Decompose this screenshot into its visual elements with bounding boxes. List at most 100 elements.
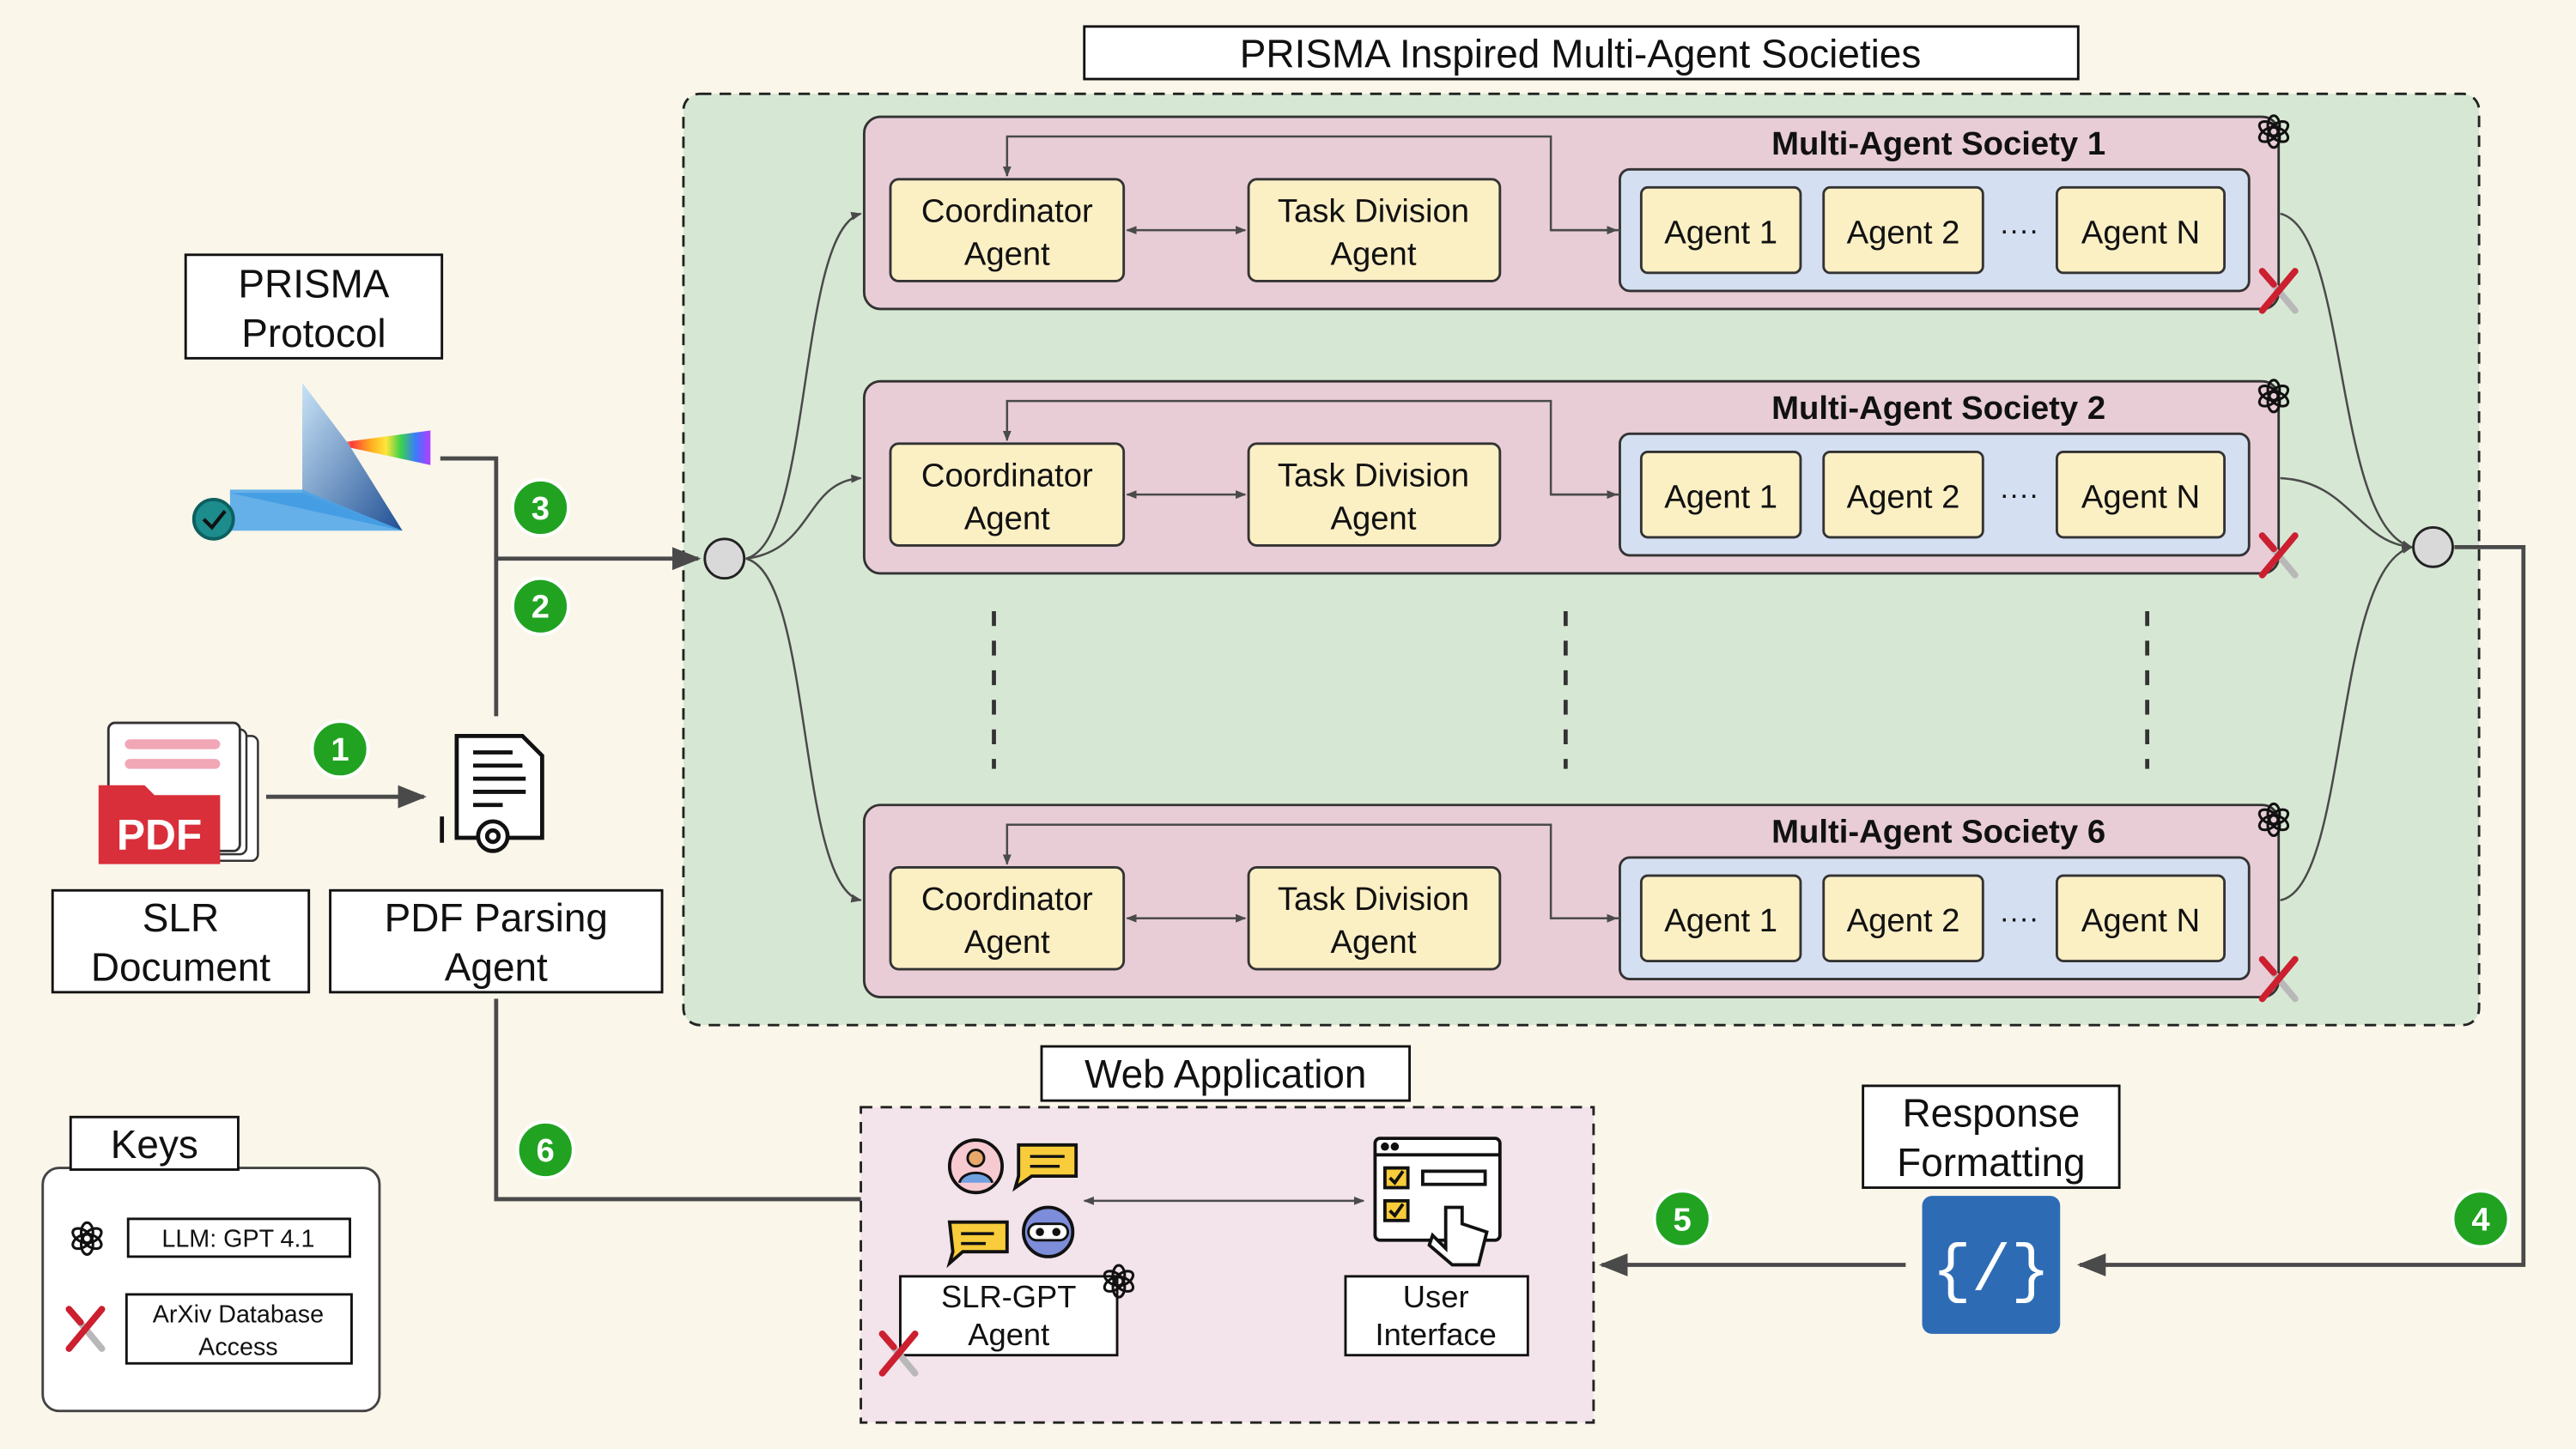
agent-box	[1639, 874, 1802, 962]
fan-in-curves	[2280, 212, 2413, 901]
coordinator-agent-box	[889, 866, 1126, 971]
task-division-agent-line2: Agent	[1331, 924, 1417, 961]
agent-ellipsis: ····	[1999, 902, 2038, 935]
agent-label: Agent 1	[1664, 214, 1777, 251]
fan-in-node	[2412, 525, 2454, 568]
user-interface-line2: Interface	[1375, 1317, 1496, 1352]
robot-chat-icon	[946, 1205, 1075, 1269]
web-application-title-box	[1040, 1045, 1412, 1102]
step-badge-5: 5	[1652, 1189, 1712, 1249]
coordinator-agent-line2: Agent	[964, 924, 1050, 961]
document-gear-icon	[440, 734, 544, 853]
societies-group: Multi-Agent Society 1CoordinatorAgentTas…	[862, 114, 2294, 999]
agent-label: Agent N	[2081, 214, 2200, 251]
slr-document-box	[51, 888, 311, 994]
coordinator-agent-box	[889, 442, 1126, 547]
prism-icon	[191, 383, 431, 541]
prisma-protocol-line1: PRISMA	[238, 262, 389, 306]
key-arxiv-box	[125, 1293, 353, 1365]
agent-label: Agent 2	[1847, 902, 1960, 939]
slr-document-line2: Document	[91, 944, 270, 989]
agent-ellipsis: ····	[1999, 215, 2038, 247]
agent-label: Agent 2	[1847, 214, 1960, 251]
pdf-icon: PDF	[98, 721, 259, 864]
agent-ellipsis: ····	[1999, 479, 2038, 512]
society-title: Multi-Agent Society 6	[1771, 814, 2105, 851]
step-badge-1: 1	[310, 719, 370, 779]
coordinator-agent-line2: Agent	[964, 500, 1050, 537]
key-llm-box	[126, 1217, 351, 1258]
coordinator-agent-line1: Coordinator	[921, 193, 1093, 230]
pdf-parsing-agent-box	[329, 888, 664, 994]
agent-box	[1822, 450, 1984, 539]
slr-gpt-agent-line2: Agent	[968, 1317, 1049, 1352]
agent-box	[1639, 450, 1802, 539]
slr-gpt-agent-box	[899, 1275, 1119, 1357]
prisma-protocol-line2: Protocol	[241, 311, 386, 355]
agent-label: Agent 1	[1664, 478, 1777, 515]
coordinator-agent-box	[889, 178, 1126, 282]
svg-text:1: 1	[331, 731, 349, 768]
agent-box	[2055, 185, 2226, 275]
task-division-agent-box	[1247, 178, 1502, 282]
step-badge-2: 2	[511, 576, 570, 636]
fan-out-curves	[745, 211, 862, 903]
user-interface-line1: User	[1403, 1279, 1469, 1314]
input-flow-arrows	[265, 456, 945, 1211]
task-division-agent-line1: Task Division	[1278, 193, 1469, 230]
key-llm-label: LLM: GPT 4.1	[161, 1225, 314, 1252]
response-formatting-line1: Response	[1903, 1091, 2081, 1136]
user-chat-icon	[947, 1138, 1078, 1195]
code-icon-glyph: {/}	[1932, 1234, 2050, 1309]
output-flow-arrows	[1599, 544, 2526, 1276]
fan-out-node	[703, 537, 746, 580]
keys-panel	[41, 1167, 381, 1413]
key-arxiv-line2: Access	[198, 1334, 277, 1361]
svg-text:5: 5	[1674, 1201, 1692, 1238]
svg-text:4: 4	[2471, 1201, 2490, 1238]
step-badge-4: 4	[2451, 1189, 2511, 1249]
agent-label: Agent N	[2081, 902, 2200, 939]
task-division-agent-line1: Task Division	[1278, 458, 1469, 494]
step-badge-6: 6	[515, 1120, 575, 1179]
svg-text:6: 6	[537, 1132, 555, 1169]
agent-box	[1822, 874, 1984, 962]
key-arxiv-line1: ArXiv Database	[153, 1300, 324, 1328]
agent-box	[1639, 185, 1802, 275]
keys-title-box	[69, 1115, 240, 1171]
task-division-agent-line1: Task Division	[1278, 881, 1469, 918]
web-application-title: Web Application	[1084, 1052, 1366, 1096]
pdf-parsing-agent-line1: PDF Parsing	[385, 895, 608, 940]
user-interface-box	[1344, 1275, 1529, 1357]
svg-text:2: 2	[532, 589, 550, 626]
task-division-agent-line2: Agent	[1331, 500, 1417, 537]
coordinator-agent-line2: Agent	[964, 235, 1050, 272]
main-title-box	[1083, 25, 2080, 81]
coordinator-agent-line1: Coordinator	[921, 881, 1093, 918]
slr-gpt-agent-line1: SLR-GPT	[941, 1279, 1077, 1314]
task-division-agent-box	[1247, 442, 1502, 547]
society-title: Multi-Agent Society 1	[1771, 125, 2105, 162]
agent-box	[2055, 450, 2226, 539]
response-formatting-box	[1862, 1084, 2121, 1189]
omitted-societies-dashes	[992, 610, 2150, 769]
pdf-icon-label: PDF	[117, 810, 202, 858]
response-formatting-line2: Formatting	[1897, 1140, 2085, 1185]
prisma-protocol-box	[184, 253, 444, 360]
slr-document-line1: SLR	[143, 895, 219, 940]
code-icon: {/}	[1922, 1196, 2061, 1334]
society-title: Multi-Agent Society 2	[1771, 390, 2105, 427]
agent-label: Agent 2	[1847, 478, 1960, 515]
agent-box	[1822, 185, 1984, 275]
coordinator-agent-line1: Coordinator	[921, 458, 1093, 494]
svg-text:3: 3	[532, 490, 550, 527]
agent-box	[2055, 874, 2226, 962]
task-division-agent-box	[1247, 866, 1502, 971]
main-title: PRISMA Inspired Multi-Agent Societies	[1240, 32, 1921, 76]
pdf-parsing-agent-line2: Agent	[445, 944, 548, 989]
